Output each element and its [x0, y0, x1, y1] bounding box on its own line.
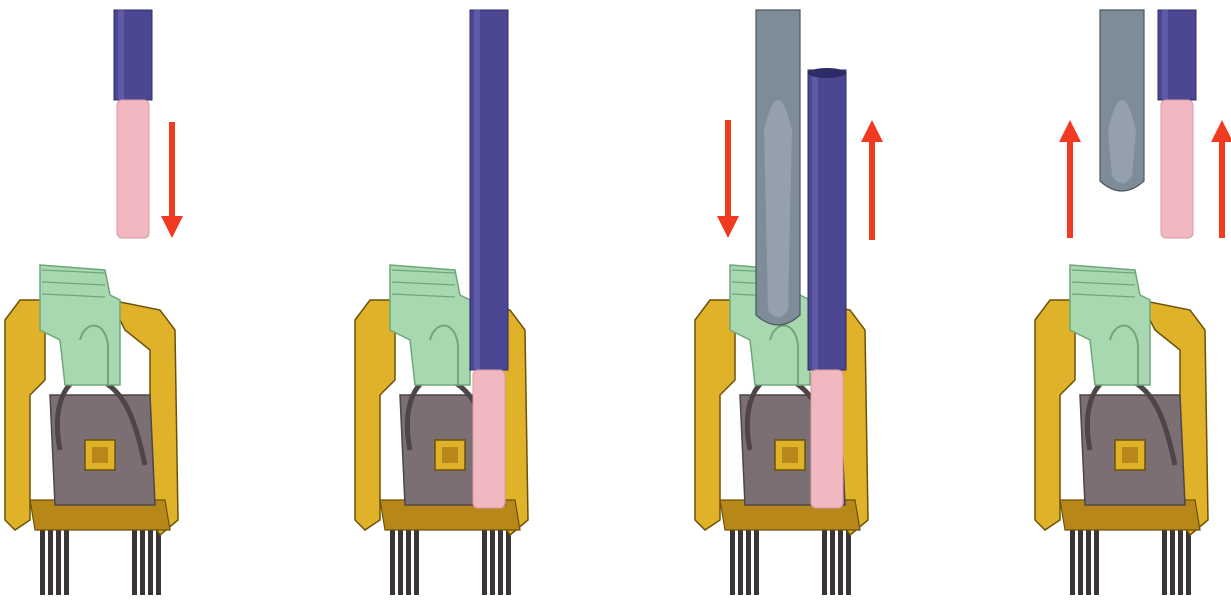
pin [406, 500, 411, 595]
terminal-ridge [391, 281, 456, 286]
pin [1070, 500, 1075, 595]
terminal-ridge [1071, 281, 1136, 286]
clamp-window-inner [92, 447, 108, 463]
pin [1078, 500, 1083, 595]
clamp-window-inner [1122, 447, 1138, 463]
terminal-release-slot [79, 324, 109, 385]
screwdriver-tool-highlight [1108, 100, 1136, 184]
terminal-release-slot [1109, 324, 1139, 385]
wire-conductor [1160, 99, 1194, 239]
step-1-graphic [4, 9, 183, 595]
housing-left-wall [4, 299, 46, 531]
housing-left-wall [354, 299, 396, 531]
pin [1162, 500, 1167, 595]
pin [830, 500, 835, 595]
step-4-remove-wire [1030, 0, 1231, 603]
pin [132, 500, 137, 595]
pin [738, 500, 743, 595]
arrow-shaft [169, 122, 175, 218]
pin [1094, 500, 1099, 595]
step-3-graphic [694, 9, 883, 595]
pin [1178, 500, 1183, 595]
arrow-down-icon [717, 216, 739, 238]
housing-left-wall [694, 299, 736, 531]
pin [746, 500, 751, 595]
terminal-ridge [41, 293, 106, 298]
wire-insulation-highlight [812, 70, 818, 370]
terminal-ridge [1071, 293, 1136, 298]
terminal-ridge [41, 269, 106, 274]
step-4-graphic [1034, 9, 1231, 595]
pin [822, 500, 827, 595]
step-1-insert-wire [0, 0, 200, 603]
pin [490, 500, 495, 595]
arrow-shaft [1067, 142, 1073, 238]
pin [156, 500, 161, 595]
wire-conductor [116, 99, 150, 239]
pin [48, 500, 53, 595]
pin [398, 500, 403, 595]
pin [390, 500, 395, 595]
wire-conductor [810, 369, 844, 509]
arrow-shaft [1219, 142, 1225, 238]
pin [482, 500, 487, 595]
wire-insulation-highlight [1162, 10, 1168, 100]
arrow-up-icon [1211, 120, 1231, 142]
step-3-release-with-tool [690, 0, 890, 603]
clamp-window [774, 439, 806, 471]
wire-conductor [472, 369, 506, 509]
terminal-ridge [1071, 269, 1136, 274]
wire-insulation-highlight [118, 10, 124, 100]
pin [414, 500, 419, 595]
terminal-ridge [41, 281, 106, 286]
housing-left-wall [1034, 299, 1076, 531]
arrow-down-icon [161, 216, 183, 238]
pin [838, 500, 843, 595]
screwdriver-tool-highlight [764, 100, 792, 318]
pin [506, 500, 511, 595]
arrow-up-icon [861, 120, 883, 142]
pin [730, 500, 735, 595]
pin [498, 500, 503, 595]
pin [754, 500, 759, 595]
terminal-ridge [391, 269, 456, 274]
arrow-shaft [869, 142, 875, 240]
pin [140, 500, 145, 595]
terminal-release-slot [769, 324, 799, 385]
pin [64, 500, 69, 595]
terminal-ridge [391, 293, 456, 298]
arrow-up-icon [1059, 120, 1081, 142]
terminal-release-slot [429, 324, 459, 385]
pin [1186, 500, 1191, 595]
housing-right-wall [1138, 298, 1209, 537]
clamp-window-inner [442, 447, 458, 463]
wire-end-cap [808, 68, 846, 78]
housing-right-wall [108, 298, 179, 537]
pin [1170, 500, 1175, 595]
pin [1086, 500, 1091, 595]
pin [40, 500, 45, 595]
step-2-wire-inserted [350, 0, 550, 603]
step-2-graphic [354, 9, 529, 595]
clamp-window-inner [782, 447, 798, 463]
wire-insulation-highlight [474, 10, 480, 370]
pin [56, 500, 61, 595]
pin [148, 500, 153, 595]
arrow-shaft [725, 120, 731, 218]
pin [846, 500, 851, 595]
